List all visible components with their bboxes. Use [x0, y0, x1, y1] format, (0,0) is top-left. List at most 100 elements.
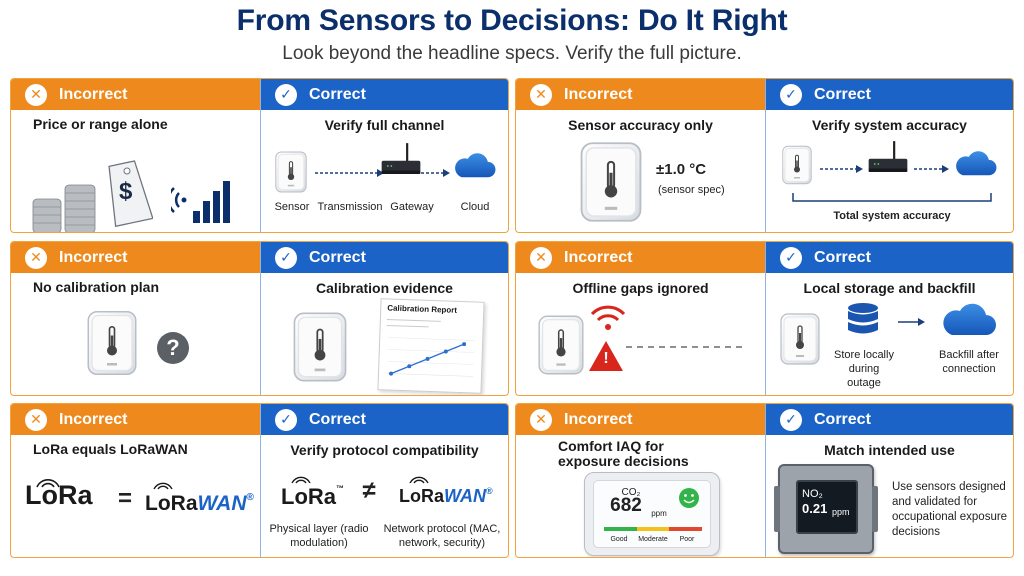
incorrect-label: Incorrect	[564, 85, 633, 103]
correct-panel: ✓ Correct Match intended use NO₂ 0.21 pp…	[765, 404, 1013, 557]
sensor-device-icon	[782, 145, 812, 185]
step-sensor: Sensor	[274, 201, 310, 213]
incorrect-header: ✕ Incorrect	[11, 242, 260, 273]
correct-header: ✓ Correct	[766, 79, 1013, 110]
x-icon: ✕	[530, 83, 552, 106]
sensor-device-icon	[293, 312, 347, 382]
dashed-arrow	[820, 165, 863, 173]
sensor-accuracy-value: ±1.0 °C	[656, 161, 707, 178]
correct-header: ✓ Correct	[766, 242, 1013, 273]
correct-caption: Calibration evidence	[316, 280, 453, 296]
check-icon: ✓	[780, 83, 802, 106]
wifi-off-icon	[590, 305, 626, 330]
co2-reading: 682	[610, 495, 642, 516]
lora-logo: LoRa™	[281, 484, 361, 510]
incorrect-header: ✕ Incorrect	[516, 404, 765, 435]
check-icon: ✓	[780, 246, 802, 269]
smiley-icon	[679, 488, 699, 508]
lora-description: Physical layer (radio modulation)	[269, 523, 369, 549]
incorrect-header: ✕ Incorrect	[516, 242, 765, 273]
incorrect-header: ✕ Incorrect	[516, 79, 765, 110]
backfill-label: Backfill after connection	[939, 349, 999, 375]
radio-waves-icon	[153, 482, 173, 490]
incorrect-label: Incorrect	[59, 85, 128, 103]
iaq-monitor: CO₂ 682 ppm Good Moderate Poor	[584, 472, 720, 556]
co2-unit: ppm	[651, 509, 667, 518]
step-cloud: Cloud	[460, 201, 490, 213]
comparison-card-accuracy: ✕ Incorrect Sensor accuracy only ±1.0 °C…	[515, 78, 1014, 233]
incorrect-panel: ✕ Incorrect Price or range alone $	[11, 79, 260, 232]
incorrect-caption: Price or range alone	[33, 116, 168, 132]
warning-mark: !	[603, 350, 609, 367]
incorrect-panel: ✕ Incorrect Comfort IAQ for exposure dec…	[516, 404, 765, 557]
lorawan-logo: LoRaWAN®	[145, 492, 261, 516]
price-tag-icon	[108, 160, 153, 227]
scale-good: Good	[610, 536, 628, 543]
check-icon: ✓	[780, 408, 802, 431]
lora-logo: LoRa	[25, 480, 93, 510]
sensor-device-icon	[538, 314, 584, 376]
correct-header: ✓ Correct	[261, 242, 508, 273]
cloud-icon	[938, 298, 998, 340]
intended-use-description: Use sensors designed and validated for o…	[892, 481, 1008, 538]
cloud-icon	[451, 149, 497, 181]
radio-waves-icon	[409, 476, 429, 484]
correct-panel: ✓ Correct Local storage and backfill Sto…	[765, 242, 1013, 395]
correct-label: Correct	[814, 85, 871, 103]
incorrect-label: Incorrect	[564, 248, 633, 266]
correct-header: ✓ Correct	[766, 404, 1013, 435]
correct-panel: ✓ Correct Verify protocol compatibility …	[260, 404, 508, 557]
correct-panel: ✓ Correct Verify full channel Sensor Tra…	[260, 79, 508, 232]
check-icon: ✓	[275, 83, 297, 106]
equals-sign: =	[117, 485, 132, 512]
sensor-device-icon	[580, 141, 642, 223]
incorrect-caption: LoRa equals LoRaWAN	[33, 441, 188, 457]
page-subtitle: Look beyond the headline specs. Verify t…	[282, 43, 742, 64]
cloud-icon	[952, 147, 998, 179]
incorrect-panel: ✕ Incorrect Offline gaps ignored !	[516, 242, 765, 395]
check-icon: ✓	[275, 246, 297, 269]
correct-label: Correct	[814, 410, 871, 428]
comparison-card-intended-use: ✕ Incorrect Comfort IAQ for exposure dec…	[515, 403, 1014, 558]
incorrect-header: ✕ Incorrect	[11, 404, 260, 435]
radio-waves-icon	[291, 476, 311, 484]
dashed-arrow	[421, 169, 450, 177]
lora-logo-text: LoRa	[281, 484, 336, 509]
x-icon: ✕	[25, 83, 47, 106]
lorawan-logo: LoRaWAN®	[399, 486, 507, 507]
lorawan-logo-wan: WAN	[197, 492, 247, 515]
comparison-card-protocol: ✕ Incorrect LoRa equals LoRaWAN LoRa = L…	[10, 403, 509, 558]
no2-unit: ppm	[832, 507, 850, 517]
correct-panel: ✓ Correct Calibration evidence Calibrati…	[260, 242, 508, 395]
incorrect-caption: Comfort IAQ for exposure decisions	[558, 438, 689, 469]
comparison-card-offline: ✕ Incorrect Offline gaps ignored ! ✓ Cor…	[515, 241, 1014, 396]
incorrect-label: Incorrect	[564, 410, 633, 428]
trademark-mark: ™	[336, 484, 344, 493]
coins-icon	[32, 184, 96, 232]
comparison-card-channel: ✕ Incorrect Price or range alone $	[10, 78, 509, 233]
check-icon: ✓	[275, 408, 297, 431]
warning-icon	[589, 341, 623, 371]
sensor-device-icon	[87, 310, 137, 376]
correct-header: ✓ Correct	[261, 404, 508, 435]
correct-caption: Verify system accuracy	[812, 117, 967, 133]
total-system-accuracy-label: Total system accuracy	[833, 210, 951, 222]
system-bracket	[792, 193, 992, 202]
correct-caption: Verify full channel	[324, 117, 445, 133]
radio-waves-icon	[36, 479, 60, 488]
sensor-device-icon	[275, 151, 307, 193]
correct-label: Correct	[814, 248, 871, 266]
step-transmission: Transmission	[317, 201, 383, 213]
registered-mark: ®	[246, 492, 254, 503]
sensor-device-icon	[780, 312, 820, 366]
scale-moderate: Moderate	[638, 536, 668, 543]
comparison-card-calibration: ✕ Incorrect No calibration plan ? ✓ Corr…	[10, 241, 509, 396]
calibration-chart-icon	[386, 318, 475, 377]
correct-caption: Match intended use	[824, 442, 955, 458]
incorrect-panel: ✕ Incorrect No calibration plan ?	[11, 242, 260, 395]
incorrect-label: Incorrect	[59, 248, 128, 266]
correct-label: Correct	[309, 410, 366, 428]
dashed-arrow	[315, 169, 384, 177]
registered-mark: ®	[486, 486, 493, 496]
lorawan-logo-lora: LoRa	[145, 492, 198, 515]
